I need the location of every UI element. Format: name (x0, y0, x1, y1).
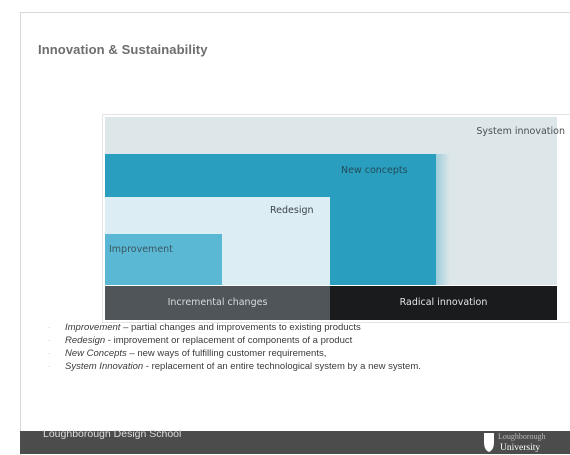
slide-frame: Innovation & Sustainability System innov… (20, 12, 570, 455)
bullet-text: – partial changes and improvements to ex… (120, 322, 361, 333)
list-item: · Redesign - improvement or replacement o… (48, 334, 421, 347)
bullet-text: – new ways of fulfilling customer requir… (126, 348, 327, 359)
system-innovation-label: System innovation (476, 126, 565, 137)
bullet-text: - replacement of an entire technological… (143, 361, 421, 372)
bullet-dot-icon: · (48, 349, 51, 358)
slide-title: Innovation & Sustainability (38, 42, 208, 57)
list-item: · Improvement – partial changes and impro… (48, 321, 421, 334)
bullet-term: New Concepts (65, 348, 127, 359)
logo-line-2: University (500, 443, 540, 453)
list-item: · System Innovation - replacement of an e… (48, 360, 421, 373)
bullet-term: Improvement (65, 322, 121, 333)
bullet-dot-icon: · (48, 323, 51, 332)
university-logo: Loughborough University (484, 432, 546, 453)
logo-line-1: Loughborough (498, 432, 546, 441)
new-concepts-edge (436, 154, 450, 285)
bullet-dot-icon: · (48, 362, 51, 371)
definitions-list: · Improvement – partial changes and impro… (48, 321, 421, 373)
bullet-term: System Innovation (65, 361, 144, 372)
improvement-label: Improvement (109, 244, 173, 255)
improvement-area (105, 234, 222, 285)
innovation-levels-diagram: System innovation New concepts Redesign … (102, 114, 570, 323)
footer-bar: Loughborough Design School Loughborough … (20, 428, 570, 454)
school-name: Loughborough Design School (43, 428, 182, 440)
incremental-changes-band: Incremental changes (105, 286, 330, 320)
bullet-dot-icon: · (48, 336, 51, 345)
new-concepts-label: New concepts (341, 165, 408, 176)
list-item: · New Concepts – new ways of fulfilling c… (48, 347, 421, 360)
radical-innovation-band: Radical innovation (330, 286, 557, 320)
bullet-term: Redesign (65, 335, 106, 346)
redesign-label: Redesign (270, 205, 314, 216)
university-shield-icon (484, 433, 494, 452)
bullet-text: - improvement or replacement of componen… (105, 335, 353, 346)
